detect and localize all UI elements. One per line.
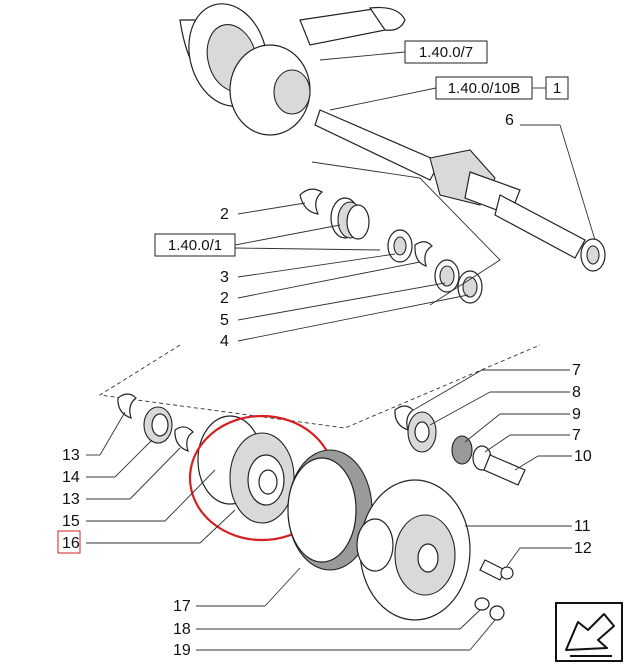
- callout-14[interactable]: 14: [62, 469, 80, 486]
- drive-shaft: [314, 109, 606, 272]
- part-16-gear[interactable]: [197, 415, 295, 524]
- callout-3[interactable]: 3: [220, 269, 229, 286]
- right-gear-stack: [394, 405, 526, 486]
- callout-4[interactable]: 4: [220, 333, 229, 350]
- callout-7-upper[interactable]: 7: [572, 362, 581, 379]
- callout-16: 16: [62, 535, 80, 552]
- callout-6[interactable]: 6: [505, 112, 514, 129]
- carrier-11: [356, 479, 471, 621]
- callout-2-upper[interactable]: 2: [220, 206, 229, 223]
- ref-label-3: 1.40.0/1: [168, 237, 222, 254]
- next-page-arrow-icon[interactable]: [555, 602, 623, 662]
- ref-label-2: 1.40.0/10B: [448, 80, 521, 97]
- callout-13-lower[interactable]: 13: [62, 491, 80, 508]
- callout-10[interactable]: 10: [574, 448, 592, 465]
- callout-13-upper[interactable]: 13: [62, 447, 80, 464]
- callout-5[interactable]: 5: [220, 312, 229, 329]
- callout-9[interactable]: 9: [572, 406, 581, 423]
- callout-12[interactable]: 12: [574, 540, 592, 557]
- callout-8[interactable]: 8: [572, 384, 581, 401]
- left-gear-stack: [117, 393, 194, 452]
- callout-11[interactable]: 11: [574, 518, 591, 535]
- ring-gear-17: [287, 449, 373, 571]
- callout-17[interactable]: 17: [173, 598, 191, 615]
- callout-19[interactable]: 19: [173, 642, 191, 659]
- callout-2-lower[interactable]: 2: [220, 290, 229, 307]
- ref-label-1: 1.40.0/7: [419, 44, 473, 61]
- callout-16-box[interactable]: 16: [57, 530, 81, 554]
- bolts: [474, 559, 514, 621]
- bearing-pack-upper: [299, 188, 483, 304]
- callout-7-lower[interactable]: 7: [572, 427, 581, 444]
- ref-box-2[interactable]: 1.40.0/10B 1: [329, 76, 569, 111]
- crown-wheel-assembly: [179, 3, 406, 136]
- callout-15[interactable]: 15: [62, 513, 80, 530]
- ref-page-number: 1: [553, 80, 561, 97]
- callout-18[interactable]: 18: [173, 621, 191, 638]
- ref-box-3[interactable]: 1.40.0/1: [154, 224, 381, 257]
- ref-box-1[interactable]: 1.40.0/7: [404, 40, 488, 64]
